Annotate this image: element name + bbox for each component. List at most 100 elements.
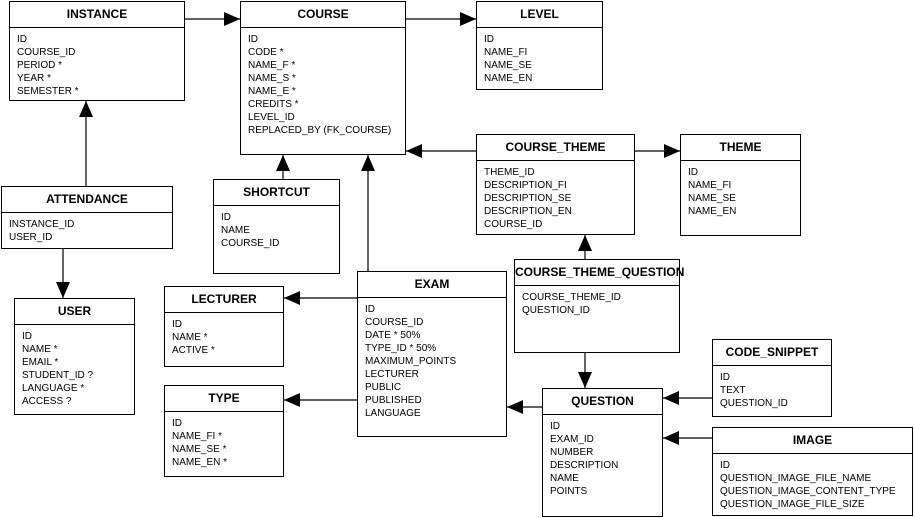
entity-lecturer: LECTURER ID NAME * ACTIVE * bbox=[164, 286, 284, 367]
entity-level: LEVEL ID NAME_FI NAME_SE NAME_EN bbox=[476, 1, 603, 90]
field: NAME_EN bbox=[688, 206, 737, 217]
field-list: ID NAME_FI * NAME_SE * NAME_EN * bbox=[165, 412, 283, 469]
entity-title: QUESTION bbox=[543, 389, 662, 415]
field: REPLACED_BY (FK_COURSE) bbox=[248, 125, 392, 136]
field-list: ID NAME COURSE_ID bbox=[214, 206, 339, 250]
field-list: INSTANCE_ID USER_ID bbox=[2, 213, 172, 244]
field-list: ID COURSE_ID DATE * 50% TYPE_ID * 50% MA… bbox=[358, 298, 506, 420]
field: NAME_EN bbox=[484, 73, 533, 84]
entity-title: USER bbox=[15, 299, 134, 325]
field: ID bbox=[172, 319, 182, 330]
field: QUESTION_IMAGE_FILE_SIZE bbox=[720, 499, 865, 510]
entity-image: IMAGE ID QUESTION_IMAGE_FILE_NAME QUESTI… bbox=[712, 427, 913, 516]
field-list: ID NAME * EMAIL * STUDENT_ID ? LANGUAGE … bbox=[15, 325, 134, 408]
field: EMAIL * bbox=[22, 357, 59, 368]
entity-question: QUESTION ID EXAM_ID NUMBER DESCRIPTION N… bbox=[542, 388, 663, 517]
field: ID bbox=[17, 34, 27, 45]
field: QUESTION_ID bbox=[522, 305, 590, 316]
entity-title: COURSE bbox=[241, 2, 405, 28]
field: NUMBER bbox=[550, 447, 594, 458]
field: INSTANCE_ID bbox=[9, 219, 75, 230]
field: DESCRIPTION_FI bbox=[484, 180, 567, 191]
field: PERIOD * bbox=[17, 60, 63, 71]
entity-title: IMAGE bbox=[713, 428, 912, 454]
field: ID bbox=[484, 34, 494, 45]
entity-shortcut: SHORTCUT ID NAME COURSE_ID bbox=[213, 179, 340, 274]
field: MAXIMUM_POINTS bbox=[365, 356, 457, 367]
field: SEMESTER * bbox=[17, 86, 79, 97]
field: NAME_E * bbox=[248, 86, 296, 97]
entity-title: LEVEL bbox=[477, 2, 602, 28]
entity-title: EXAM bbox=[358, 272, 506, 298]
field: LANGUAGE bbox=[365, 408, 421, 419]
field-list: ID NAME * ACTIVE * bbox=[165, 313, 283, 357]
field: ID bbox=[221, 212, 231, 223]
field: DATE * 50% bbox=[365, 330, 421, 341]
field: NAME_SE bbox=[484, 60, 532, 71]
field: ID bbox=[720, 460, 730, 471]
field: QUESTION_IMAGE_CONTENT_TYPE bbox=[720, 486, 896, 497]
entity-title: ATTENDANCE bbox=[2, 187, 172, 213]
field: USER_ID bbox=[9, 232, 53, 243]
entity-code-snippet: CODE_SNIPPET ID TEXT QUESTION_ID bbox=[712, 339, 832, 417]
field: ID bbox=[720, 372, 730, 383]
field: ACCESS ? bbox=[22, 396, 72, 407]
entity-title: TYPE bbox=[165, 386, 283, 412]
field: COURSE_ID bbox=[17, 47, 76, 58]
field: EXAM_ID bbox=[550, 434, 594, 445]
entity-course-theme: COURSE_THEME THEME_ID DESCRIPTION_FI DES… bbox=[476, 134, 635, 235]
field: DESCRIPTION_SE bbox=[484, 193, 572, 204]
field: NAME_F * bbox=[248, 60, 296, 71]
field: POINTS bbox=[550, 486, 588, 497]
field: NAME bbox=[221, 225, 250, 236]
entity-title: INSTANCE bbox=[10, 2, 184, 28]
field: ID bbox=[248, 34, 258, 45]
field-list: ID NAME_FI NAME_SE NAME_EN bbox=[681, 161, 800, 218]
entity-title: COURSE_THEME_QUESTION bbox=[515, 260, 684, 286]
field: LEVEL_ID bbox=[248, 112, 295, 123]
field: PUBLIC bbox=[365, 382, 402, 393]
entity-exam: EXAM ID COURSE_ID DATE * 50% TYPE_ID * 5… bbox=[357, 271, 507, 437]
field: NAME_FI bbox=[688, 180, 732, 191]
entity-attendance: ATTENDANCE INSTANCE_ID USER_ID bbox=[1, 186, 173, 249]
field-list: ID COURSE_ID PERIOD * YEAR * SEMESTER * bbox=[10, 28, 184, 98]
field: COURSE_ID bbox=[484, 219, 543, 230]
field: NAME * bbox=[172, 332, 208, 343]
entity-title: THEME bbox=[681, 135, 800, 161]
field: NAME * bbox=[22, 344, 58, 355]
field: STUDENT_ID ? bbox=[22, 370, 94, 381]
field: NAME_SE * bbox=[172, 444, 227, 455]
field: NAME_SE bbox=[688, 193, 736, 204]
field: COURSE_ID bbox=[221, 238, 280, 249]
field: CODE * bbox=[248, 47, 284, 58]
field: LECTURER bbox=[365, 369, 419, 380]
field: TEXT bbox=[720, 385, 746, 396]
field: NAME_FI bbox=[484, 47, 528, 58]
field: NAME bbox=[550, 473, 579, 484]
field: TYPE_ID * 50% bbox=[365, 343, 437, 354]
field-list: COURSE_THEME_ID QUESTION_ID bbox=[515, 286, 679, 317]
field: QUESTION_IMAGE_FILE_NAME bbox=[720, 473, 872, 484]
field-list: ID QUESTION_IMAGE_FILE_NAME QUESTION_IMA… bbox=[713, 454, 912, 511]
entity-user: USER ID NAME * EMAIL * STUDENT_ID ? LANG… bbox=[14, 298, 135, 415]
entity-theme: THEME ID NAME_FI NAME_SE NAME_EN bbox=[680, 134, 801, 236]
field-list: THEME_ID DESCRIPTION_FI DESCRIPTION_SE D… bbox=[477, 161, 634, 231]
field: COURSE_THEME_ID bbox=[522, 292, 621, 303]
field: PUBLISHED bbox=[365, 395, 422, 406]
field: ID bbox=[172, 418, 182, 429]
field: ID bbox=[688, 167, 698, 178]
field: DESCRIPTION_EN bbox=[484, 206, 572, 217]
field: DESCRIPTION bbox=[550, 460, 619, 471]
field: ACTIVE * bbox=[172, 345, 215, 356]
entity-course: COURSE ID CODE * NAME_F * NAME_S * NAME_… bbox=[240, 1, 406, 155]
field: ID bbox=[22, 331, 32, 342]
field: YEAR * bbox=[17, 73, 51, 84]
entity-course-theme-question: COURSE_THEME_QUESTION COURSE_THEME_ID QU… bbox=[514, 259, 684, 353]
field-list: ID EXAM_ID NUMBER DESCRIPTION NAME POINT… bbox=[543, 415, 662, 498]
entity-title: SHORTCUT bbox=[214, 180, 339, 206]
field: CREDITS * bbox=[248, 99, 299, 110]
field-list: ID TEXT QUESTION_ID bbox=[713, 366, 831, 410]
entity-instance: INSTANCE ID COURSE_ID PERIOD * YEAR * SE… bbox=[9, 1, 185, 101]
